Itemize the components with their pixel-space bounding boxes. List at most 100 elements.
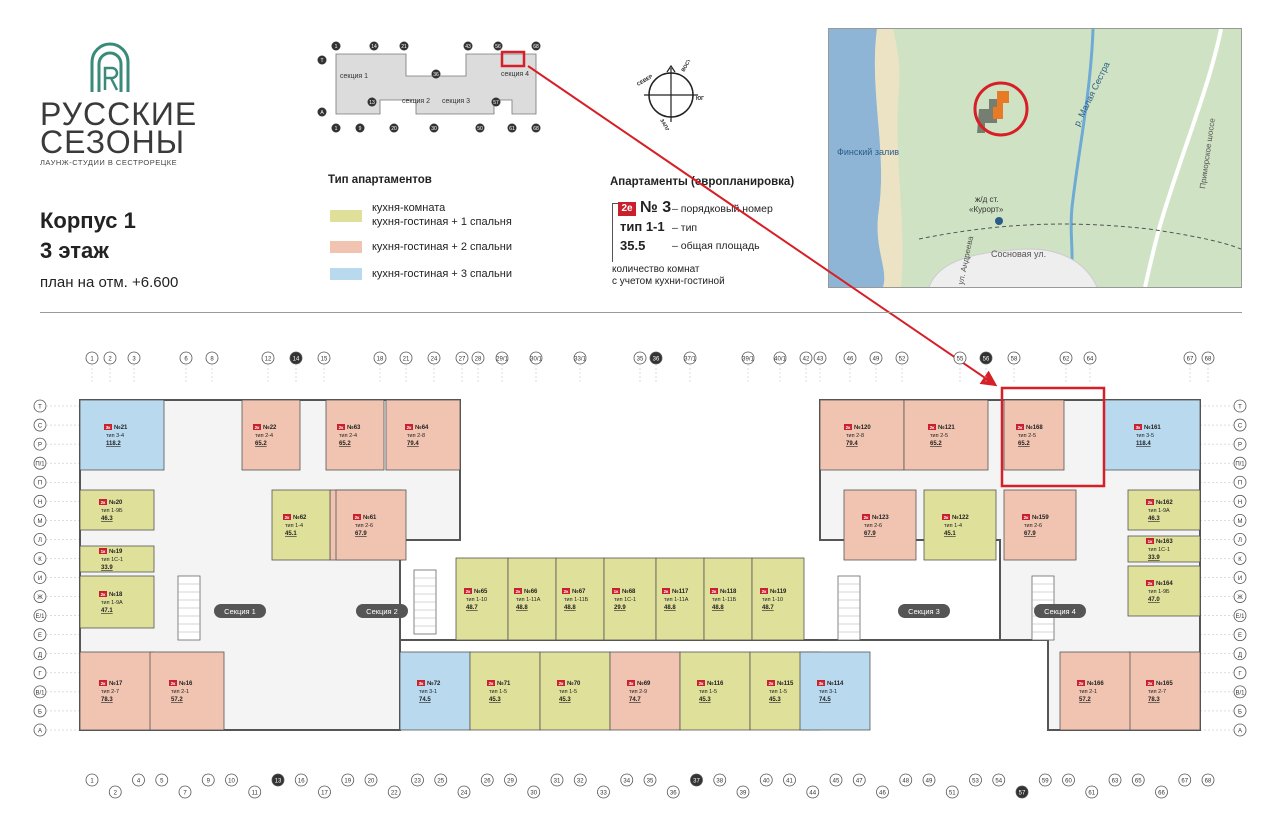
apartment-cell <box>79 575 155 629</box>
apartment-number: №68 <box>622 588 636 595</box>
apartment-area: 65.2 <box>930 441 942 447</box>
axis-bubble-bottom <box>387 785 401 799</box>
axis-label-bottom: 48 <box>902 779 909 785</box>
axis-label-top: 58 <box>1011 357 1018 363</box>
axis-label-bottom: 31 <box>554 779 561 785</box>
apartment-number: №20 <box>109 499 123 506</box>
apartment-cell <box>469 651 541 731</box>
key-plan-highlight <box>500 50 526 68</box>
row-label: Д <box>38 652 42 658</box>
row-label: И <box>1238 576 1242 582</box>
apartment-number: №71 <box>497 680 511 687</box>
apartment-badge: 2к <box>466 589 472 594</box>
apartment-cell <box>1059 651 1131 731</box>
axis-label-top: 8 <box>210 357 214 363</box>
keyplan-axis-label: 57 <box>493 100 499 106</box>
axis-label-top: 28 <box>475 357 482 363</box>
apartment-badge: 3к <box>1136 425 1142 430</box>
axis-label-bottom: 39 <box>740 791 747 797</box>
axis-label-bottom: 51 <box>949 791 956 797</box>
axis-bubble-bottom <box>364 773 378 787</box>
apt-key-number-desc: – порядковый номер <box>672 203 773 215</box>
apartment-area: 74.5 <box>819 697 831 703</box>
row-label: Т <box>1238 405 1242 411</box>
keyplan-axis-label: 30 <box>431 126 437 132</box>
section-label: Секция 4 <box>1034 604 1086 618</box>
keyplan-section-1: секция 1 <box>340 73 368 80</box>
axis-label-top: 40/1 <box>774 357 786 363</box>
apartment-type: тип 2-6 <box>864 523 882 529</box>
row-label: Е/1 <box>35 614 45 620</box>
axis-bubble-bottom <box>922 773 936 787</box>
elevation-text: план на отм. +6.600 <box>40 274 179 291</box>
apartment-number: №67 <box>572 588 586 595</box>
row-label: Ж <box>37 595 43 601</box>
apartment-number: №159 <box>1032 514 1049 521</box>
apartment-number: №22 <box>263 424 277 431</box>
apartment-badge: 2к <box>846 425 852 430</box>
apartment-number: №18 <box>109 591 123 598</box>
keyplan-section-4: секция 4 <box>501 71 529 78</box>
apartment-number: №166 <box>1087 680 1104 687</box>
apartment-badge-bg <box>1022 514 1030 520</box>
axis-label-bottom: 44 <box>809 791 816 797</box>
apartment-number: №61 <box>363 514 377 521</box>
row-label: Б <box>38 709 42 715</box>
row-label: Л <box>38 538 42 544</box>
apartment-area: 45.1 <box>285 531 297 537</box>
apartment-badge-bg <box>99 591 107 597</box>
axis-label-bottom: 29 <box>507 779 514 785</box>
axis-bubble-bottom <box>1178 773 1192 787</box>
apartment-badge: 2к <box>489 681 495 686</box>
compass-icon: СЕВЕР ВОСТОК ЮГ ЗАПАД <box>636 60 704 130</box>
axis-label-bottom: 9 <box>207 779 211 785</box>
legend-label-1a: кухня-комната <box>372 202 446 214</box>
apartment-cell <box>655 557 705 641</box>
apartment-cell <box>79 545 155 573</box>
brand-name-line2: СЕЗОНЫ <box>40 124 186 160</box>
apartment-badge-bg <box>353 514 361 520</box>
axis-label-top: 35 <box>637 357 644 363</box>
apt-key-note-1: количество комнат <box>612 264 700 275</box>
apartment-badge-bg <box>697 680 705 686</box>
apartment-number: №122 <box>952 514 969 521</box>
apartment-badge: 2к <box>712 589 718 594</box>
row-label: Е/1 <box>1235 614 1245 620</box>
axis-label-top: 27 <box>459 357 466 363</box>
row-label: П <box>1238 481 1242 487</box>
keyplan-axis-label: 20 <box>391 126 397 132</box>
axis-bubble-bottom <box>643 773 657 787</box>
apartment-area: 57.2 <box>171 697 183 703</box>
apt-key-area: 35.5 <box>620 238 646 253</box>
apartment-number: №120 <box>854 424 871 431</box>
axis-label-bottom: 26 <box>484 779 491 785</box>
apt-key-type-desc: – тип <box>672 222 698 234</box>
apartment-badge-bg <box>464 588 472 594</box>
axis-bubble-bottom <box>597 785 610 799</box>
apartment-badge-bg <box>710 588 718 594</box>
apartment-number: №162 <box>1156 499 1173 506</box>
section-label-bg <box>1034 604 1086 618</box>
apartment-type: тип 1С-1 <box>1148 547 1170 553</box>
apartment-area: 118.4 <box>1136 441 1151 447</box>
keyplan-axis-bubble <box>463 41 473 51</box>
apartment-cell <box>79 399 165 471</box>
apartment-badge-bg <box>405 424 413 430</box>
apartment-number: №123 <box>872 514 889 521</box>
axis-label-top: 36 <box>653 357 660 363</box>
apartment-badge: 3к <box>629 681 635 686</box>
location-map-svg: Финский залив р. Малая Сестра Приморское… <box>829 29 1241 287</box>
apartment-area: 78.3 <box>101 697 113 703</box>
apartment-cell <box>843 489 917 561</box>
axis-label-top: 15 <box>321 357 328 363</box>
axis-bubble-bottom <box>504 773 517 787</box>
row-label: М <box>38 519 43 525</box>
row-label: Л <box>1238 538 1242 544</box>
